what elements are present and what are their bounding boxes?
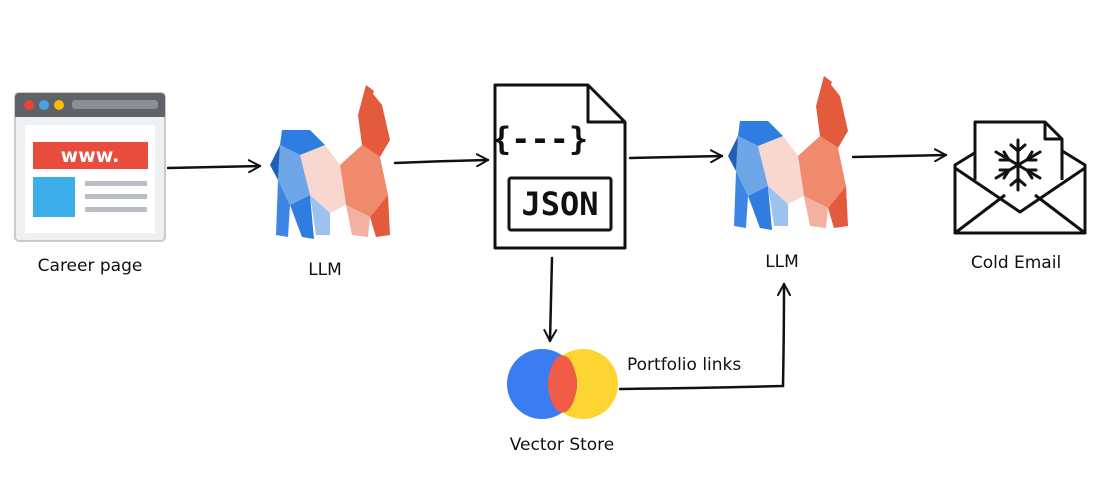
envelope-snowflake-icon	[953, 120, 1087, 235]
snowflake-icon	[994, 138, 1042, 192]
browser-window-icon: www.	[14, 92, 166, 242]
arrow-career-to-llm	[166, 159, 262, 174]
arrow-llm-to-json	[393, 153, 490, 168]
llama-icon	[728, 76, 848, 230]
cold-email-label: Cold Email	[970, 253, 1062, 273]
json-brace-text: {---}	[492, 120, 588, 158]
llm-label-1: LLM	[308, 260, 342, 280]
arrow-vector-to-llm	[618, 282, 791, 391]
career-page-label: Career page	[37, 256, 143, 276]
json-file-icon: {---} JSON	[492, 83, 627, 250]
portfolio-links-label: Portfolio links	[627, 355, 742, 375]
vector-store-icon	[507, 349, 618, 419]
arrow-json-to-vector	[543, 256, 558, 343]
llm-label-2: LLM	[765, 252, 799, 272]
arrow-json-to-llm	[628, 149, 724, 164]
json-label-text: JSON	[521, 185, 598, 223]
vector-store-label: Vector Store	[509, 435, 615, 455]
llama-icon	[270, 85, 390, 239]
flow-arrows	[166, 148, 948, 391]
arrow-llm-to-email	[851, 148, 948, 163]
url-text: www.	[61, 145, 120, 167]
